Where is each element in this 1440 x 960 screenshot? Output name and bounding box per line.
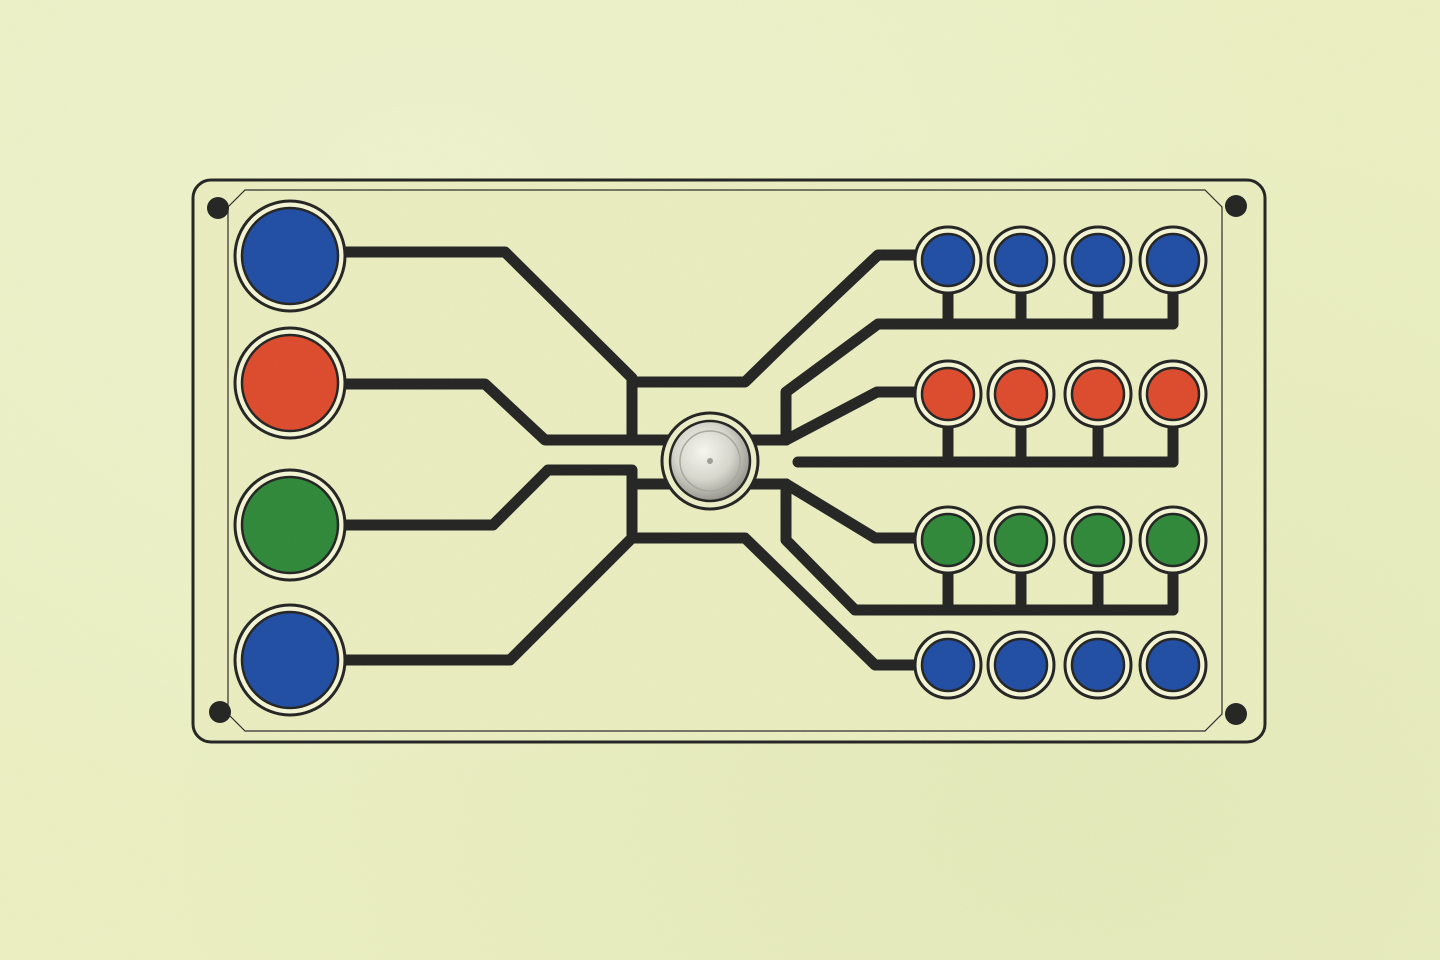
screw-icon-2 — [1225, 195, 1247, 217]
small-button-r2-c1-red[interactable] — [913, 359, 983, 429]
small-button-r1-c4-blue[interactable] — [1138, 225, 1208, 295]
screw-icon-1 — [207, 197, 229, 219]
small-button-r3-c1-green[interactable] — [913, 505, 983, 575]
small-button-r2-c3-red[interactable] — [1063, 359, 1133, 429]
small-button-r1-c2-blue[interactable] — [986, 225, 1056, 295]
small-button-r2-c2-red[interactable] — [986, 359, 1056, 429]
small-button-r2-c4-red[interactable] — [1138, 359, 1208, 429]
big-button-1-blue[interactable] — [233, 199, 347, 313]
screw-icon-3 — [209, 701, 231, 723]
small-button-r3-c4-green[interactable] — [1138, 505, 1208, 575]
small-button-r3-c3-green[interactable] — [1063, 505, 1133, 575]
big-button-3-green[interactable] — [233, 468, 347, 582]
small-button-r1-c3-blue[interactable] — [1063, 225, 1133, 295]
small-button-r3-c2-green[interactable] — [986, 505, 1056, 575]
screw-icon-4 — [1225, 703, 1247, 725]
small-button-r4-c3-blue[interactable] — [1063, 630, 1133, 700]
big-button-4-blue[interactable] — [233, 603, 347, 717]
small-button-r4-c1-blue[interactable] — [913, 630, 983, 700]
big-button-2-red[interactable] — [233, 326, 347, 440]
small-button-r4-c2-blue[interactable] — [986, 630, 1056, 700]
knob-icon[interactable] — [660, 411, 760, 511]
small-button-r4-c4-blue[interactable] — [1138, 630, 1208, 700]
small-button-r1-c1-blue[interactable] — [913, 225, 983, 295]
